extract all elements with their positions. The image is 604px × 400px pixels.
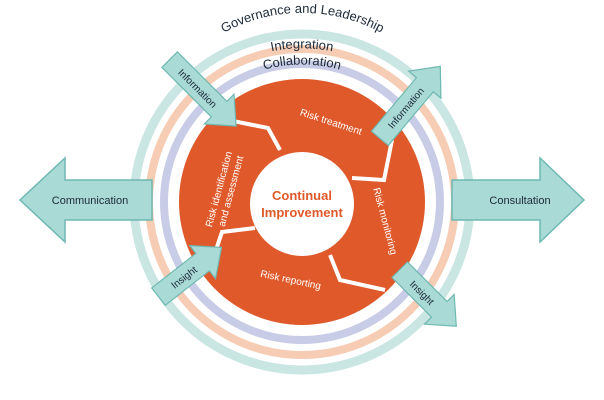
communication-label: Communication bbox=[52, 195, 128, 207]
center-disk bbox=[250, 152, 354, 256]
collaboration-ring bbox=[160, 60, 444, 344]
center-label-line2: Improvement bbox=[261, 205, 343, 220]
ring-label-integration: Integration bbox=[269, 36, 335, 54]
ring-label-collaboration: Collaboration bbox=[261, 52, 343, 72]
consultation-arrow bbox=[451, 156, 586, 244]
center-label-line1: Continual bbox=[272, 188, 332, 203]
segment-divider-right bbox=[351, 139, 394, 183]
communication-arrow bbox=[18, 156, 153, 244]
consultation-label: Consultation bbox=[489, 195, 550, 207]
segment-divider-bottom bbox=[328, 254, 386, 292]
